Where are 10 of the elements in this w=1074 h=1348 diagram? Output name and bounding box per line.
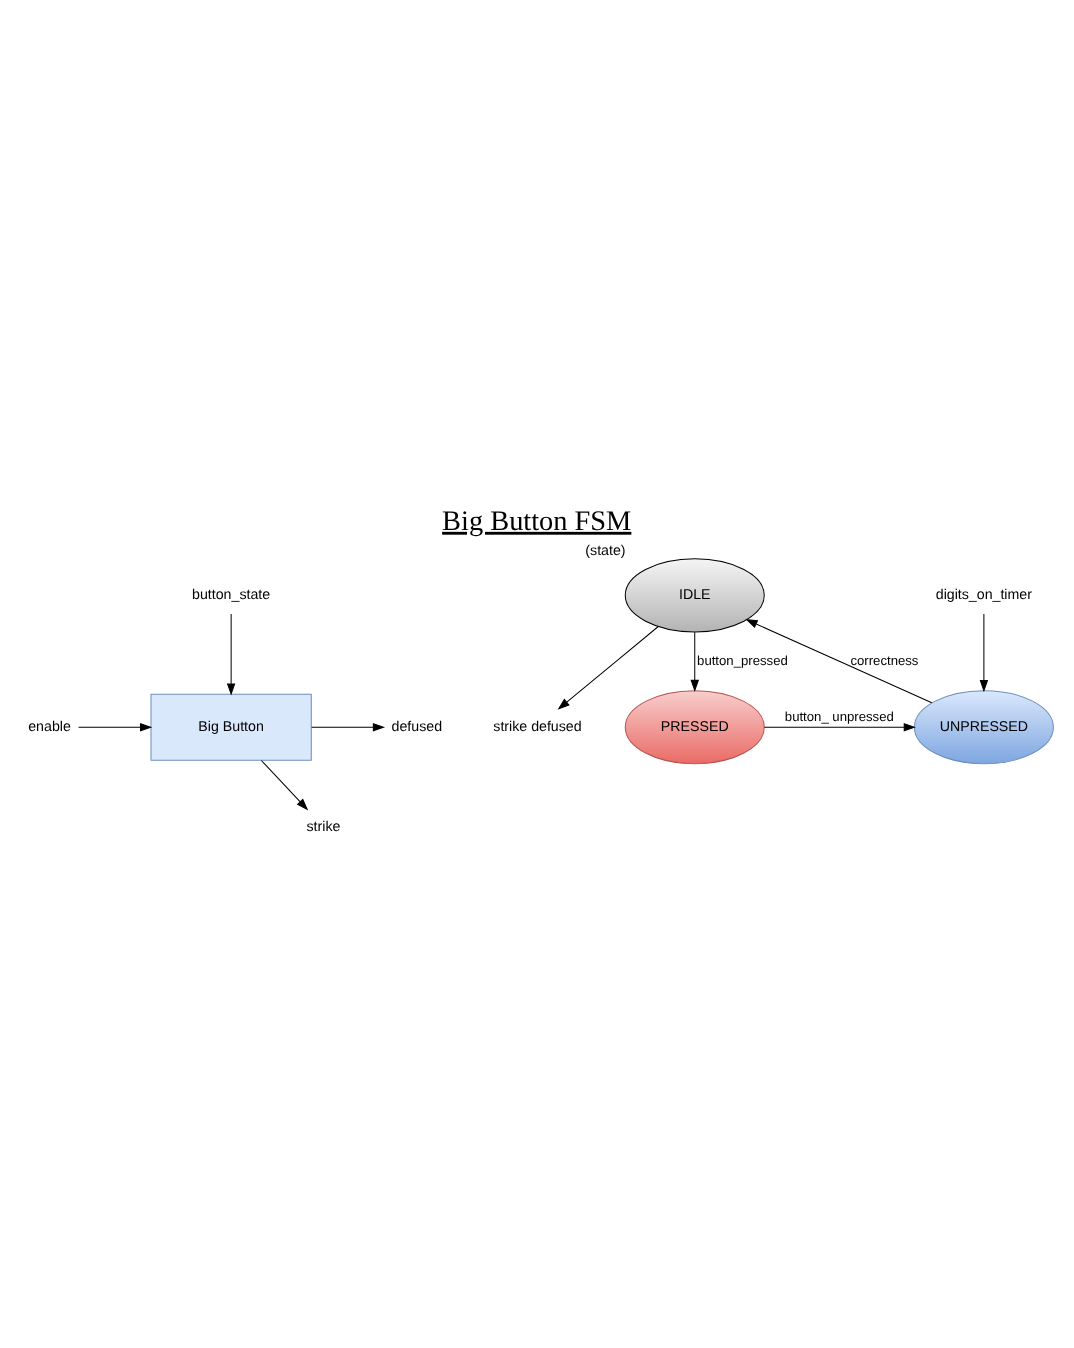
diagram-title: Big Button FSM [442, 504, 632, 537]
arrow [78, 722, 153, 731]
arrow [557, 625, 659, 709]
arrow [745, 618, 933, 703]
arrow [690, 630, 699, 692]
arrow [979, 612, 989, 692]
arrow [311, 722, 386, 731]
arrow [763, 722, 916, 731]
arrow [260, 758, 309, 810]
arrow [226, 612, 236, 695]
